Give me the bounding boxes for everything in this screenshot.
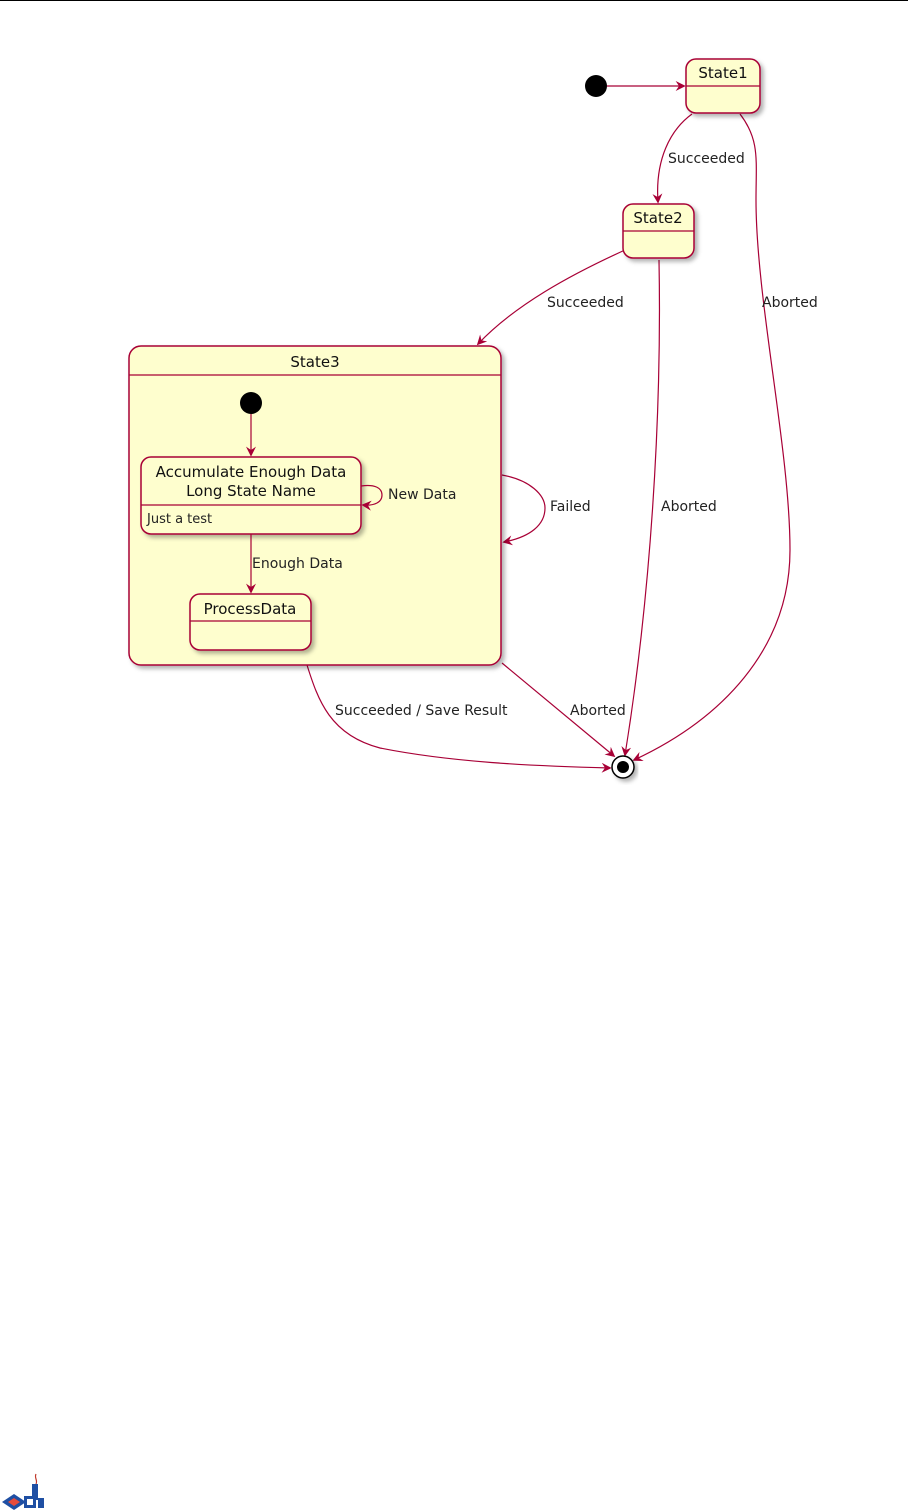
label-accumulate-to-process: Enough Data: [252, 556, 343, 572]
edge-state2-to-state3: [476, 249, 626, 346]
state1-name: State1: [698, 64, 747, 82]
state2-name: State2: [633, 209, 682, 227]
label-accumulate-self: New Data: [388, 487, 456, 503]
accumulate-name-line2: Long State Name: [186, 482, 316, 500]
inner-initial-state-marker: [240, 392, 262, 414]
process-name: ProcessData: [204, 600, 297, 618]
label-state2-to-state3: Succeeded: [547, 295, 624, 311]
edge-accumulate-self: [360, 484, 383, 511]
footer-logo-icon: [2, 1473, 44, 1510]
label-state3-self: Failed: [550, 499, 591, 515]
accumulate-description: Just a test: [146, 512, 212, 527]
edge-state3-to-end-abort: [501, 662, 616, 758]
process-state: [189, 593, 312, 651]
final-state-marker: [611, 755, 635, 779]
label-state1-to-end: Aborted: [762, 295, 818, 311]
initial-state-marker: [585, 75, 607, 97]
edge-state3-self: [501, 474, 546, 546]
edge-state1-to-state2: [652, 113, 693, 204]
edge-state2-to-end: [621, 259, 661, 757]
state-diagram: State1 State2 State3 Accumulate Enough D…: [128, 58, 818, 779]
state3-name: State3: [290, 353, 339, 371]
label-state3-to-end-abort: Aborted: [570, 703, 626, 719]
label-state2-to-end: Aborted: [661, 499, 717, 515]
edge-state1-to-end: [632, 113, 791, 762]
edge-state3-to-end-success: [306, 664, 612, 773]
accumulate-name-line1: Accumulate Enough Data: [156, 463, 347, 481]
label-state3-to-end-success: Succeeded / Save Result: [335, 703, 508, 719]
label-state1-to-state2: Succeeded: [668, 151, 745, 167]
top-rule: [0, 0, 908, 1]
